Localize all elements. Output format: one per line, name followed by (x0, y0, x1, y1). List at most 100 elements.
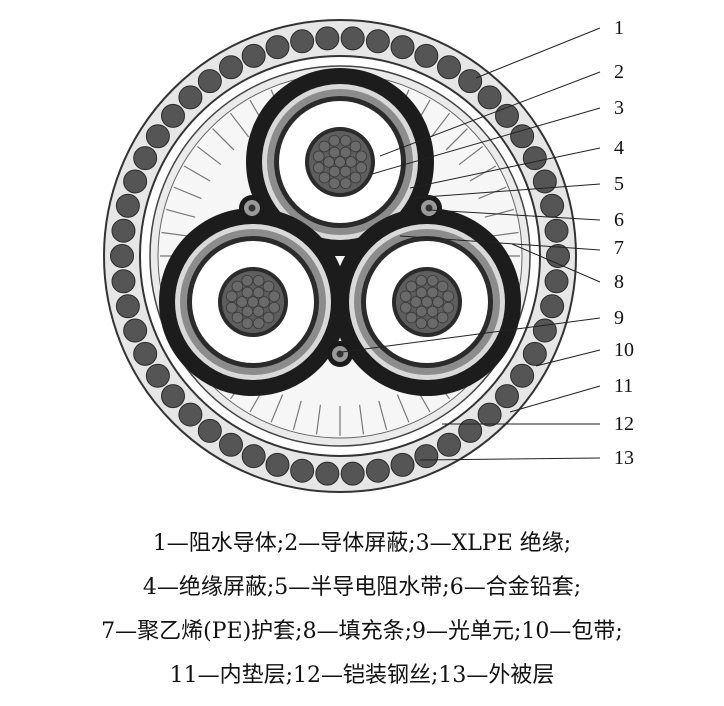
armor-wire (544, 218, 569, 243)
filler-strip (315, 404, 322, 435)
armor-wire-ring (110, 26, 570, 486)
conductor-strand (426, 317, 439, 330)
conductor-strand (225, 301, 238, 314)
conductor-strand (339, 146, 352, 159)
armor-wire (458, 69, 483, 94)
armor-wire (390, 452, 415, 477)
conductor-strand (241, 274, 254, 287)
conductor-strand (258, 296, 270, 308)
callout-12: 12 (614, 413, 634, 435)
filler-strip (358, 404, 365, 435)
conductor-strand (399, 301, 412, 314)
armor-wire (219, 55, 243, 80)
callout-11: 11 (614, 375, 633, 397)
leader-lines (341, 27, 601, 461)
filler-strip (478, 186, 507, 200)
leader-line (371, 107, 601, 175)
conductor-strand (328, 134, 341, 147)
optical-units (239, 195, 442, 367)
filler-strip (430, 112, 451, 138)
power-core-1 (246, 68, 434, 256)
conductor-strand (355, 150, 368, 163)
conductor-strand (349, 171, 362, 184)
armor-wire (178, 85, 203, 110)
armor-wire (111, 218, 136, 243)
conductor-strand (231, 311, 244, 324)
conductor-strand (236, 296, 248, 308)
conductor-strand (252, 274, 265, 287)
armor-wire (111, 269, 136, 294)
armor-wire (115, 294, 140, 319)
armor-wire (414, 43, 439, 68)
armor-wire (315, 26, 340, 51)
leader-line (511, 243, 601, 283)
callout-4: 4 (614, 137, 624, 159)
leader-line (509, 385, 601, 413)
conductor-strand (442, 301, 455, 314)
leader-line (429, 209, 601, 221)
conductor-strand (252, 286, 265, 299)
filler-strip (212, 128, 235, 151)
callout-1: 1 (614, 17, 624, 39)
armor-wire (123, 169, 148, 194)
optical-unit-3 (327, 341, 353, 367)
armor-wire (340, 461, 365, 486)
legend: 1—阻水导体;2—导体屏蔽;3—XLPE 绝缘; 4—绝缘屏蔽;5—半导电阻水带… (0, 522, 724, 698)
armor-wire (340, 26, 365, 51)
conductor-strand (349, 140, 362, 153)
armor-wire (510, 363, 535, 388)
power-core-3 (333, 208, 521, 396)
armor-wire (133, 146, 158, 171)
armor-wire (522, 146, 547, 171)
leader-line (409, 147, 601, 189)
armor-wire (510, 124, 535, 149)
filler-strip (292, 400, 302, 431)
leader-line (341, 317, 601, 353)
conductor-strand (328, 177, 341, 190)
armor-wire (540, 193, 565, 218)
armor-wire (414, 444, 439, 469)
conductor-strand (415, 286, 428, 299)
conductor-strand (415, 305, 428, 318)
armor-wire (265, 452, 290, 477)
armor-wire (161, 103, 186, 128)
armor-wire (241, 444, 266, 469)
armor-wire (522, 341, 547, 366)
callout-2: 2 (614, 61, 624, 83)
conductor-strand (432, 296, 444, 308)
conductor-strand (399, 290, 412, 303)
armor-wire (540, 294, 565, 319)
leader-line (399, 235, 601, 251)
armor-wire (365, 29, 390, 54)
armor-wire (197, 69, 222, 94)
conductor-strand (225, 290, 238, 303)
legend-line-3: 7—聚乙烯(PE)护套;8—填充条;9—光单元;10—包带; (101, 619, 623, 644)
filler-strip (229, 112, 250, 138)
optical-fiber (248, 204, 256, 212)
power-core-2 (159, 208, 347, 396)
conductor-strand (339, 165, 352, 178)
callout-7: 7 (614, 237, 624, 259)
filler-strip (458, 145, 484, 166)
optical-unit-1 (239, 195, 265, 221)
conductor-strand (426, 305, 439, 318)
conductor-strand (415, 317, 428, 330)
conductor-strand (318, 140, 331, 153)
armor-wire (477, 85, 502, 110)
armor-wire (133, 341, 158, 366)
callout-13: 13 (614, 447, 634, 469)
callout-6: 6 (614, 209, 624, 231)
armor-wire (494, 384, 519, 409)
legend-line-2: 4—绝缘屏蔽;5—半导电阻水带;6—合金铅套; (142, 575, 582, 600)
leader-line (475, 27, 601, 79)
armor-wire (197, 418, 222, 443)
armor-wire (161, 384, 186, 409)
conductor-strand (323, 156, 335, 168)
armor-wire (437, 55, 461, 80)
callout-9: 9 (614, 307, 624, 329)
armor-wire (241, 43, 266, 68)
armor-wire (315, 461, 340, 486)
callout-8: 8 (614, 271, 624, 293)
leader-line (535, 349, 601, 367)
conductor-strand (410, 296, 422, 308)
